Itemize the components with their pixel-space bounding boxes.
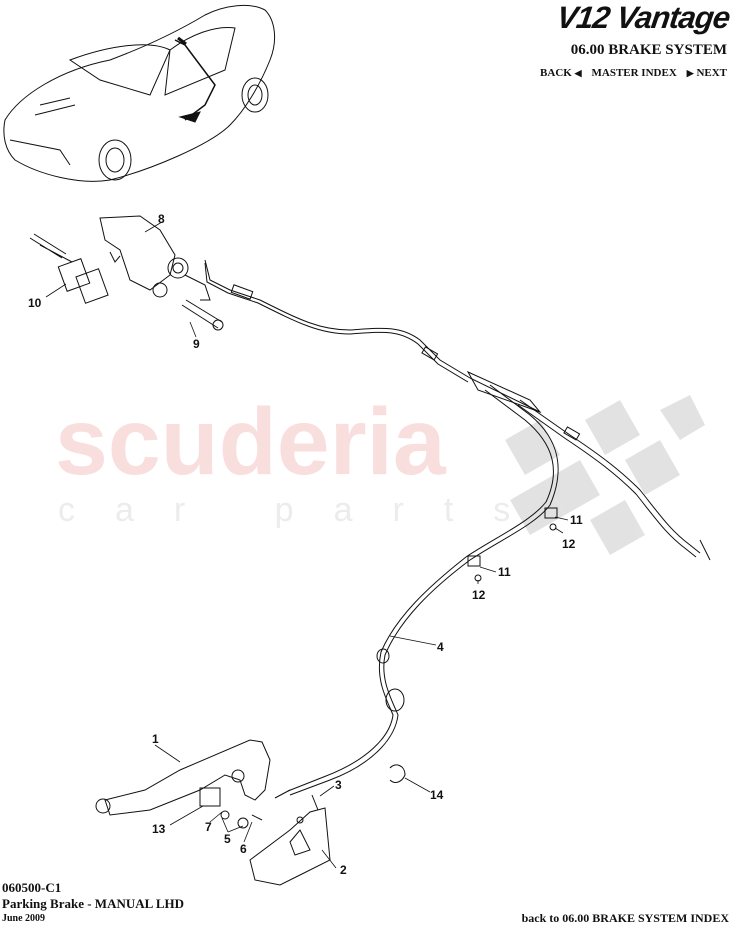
callout-11b: 11: [498, 565, 511, 579]
triangle-right-icon: ▶: [686, 68, 694, 78]
navigation-bar: BACK ◀ MASTER INDEX ▶ NEXT: [540, 67, 727, 79]
handbrake-lever: [95, 739, 271, 829]
callout-12b: 12: [472, 588, 486, 602]
front-cable: [204, 259, 471, 383]
car-overview-illustration: [3, 5, 276, 182]
callout-9: 9: [193, 337, 200, 351]
callout-14: 14: [430, 788, 444, 802]
master-index-link[interactable]: MASTER INDEX: [591, 67, 677, 79]
callout-2: 2: [340, 863, 347, 877]
cable-clip-part-14: [389, 764, 406, 783]
callout-12a: 12: [562, 537, 576, 551]
diagram-title: Parking Brake - MANUAL LHD: [2, 896, 184, 911]
triangle-left-icon: ◀: [574, 68, 582, 78]
callout-11a: 11: [570, 513, 583, 527]
next-link[interactable]: ▶ NEXT: [687, 67, 727, 79]
callout-13: 13: [152, 822, 166, 836]
watermark-scuderia: scuderia: [55, 389, 446, 495]
section-title: 06.00 BRAKE SYSTEM: [570, 42, 727, 58]
back-link[interactable]: BACK ◀: [540, 67, 581, 79]
mounting-bracket: [249, 794, 331, 886]
brand-logo: V12 Vantage: [554, 0, 732, 35]
diagram-code: 060500-C1: [2, 880, 62, 895]
next-label: NEXT: [696, 67, 727, 79]
back-to-index-link[interactable]: back to 06.00 BRAKE SYSTEM INDEX: [521, 911, 729, 925]
diagram-date: June 2009: [2, 913, 46, 924]
watermark-car-parts: car parts: [58, 491, 551, 529]
callout-10: 10: [28, 296, 42, 310]
back-label: BACK: [540, 67, 572, 79]
rear-cable-left: [274, 384, 559, 799]
callout-4: 4: [437, 640, 444, 654]
rear-cable-right: [517, 399, 711, 561]
diagram-info: 060500-C1 Parking Brake - MANUAL LHD Jun…: [2, 880, 184, 926]
callout-8: 8: [158, 212, 165, 226]
leader-lines: [45, 221, 569, 869]
callout-7: 7: [205, 820, 212, 834]
callout-1: 1: [152, 732, 159, 746]
caliper-assembly: [29, 215, 224, 331]
callout-5: 5: [224, 832, 231, 846]
callout-6: 6: [240, 842, 247, 856]
callout-3: 3: [335, 778, 342, 792]
